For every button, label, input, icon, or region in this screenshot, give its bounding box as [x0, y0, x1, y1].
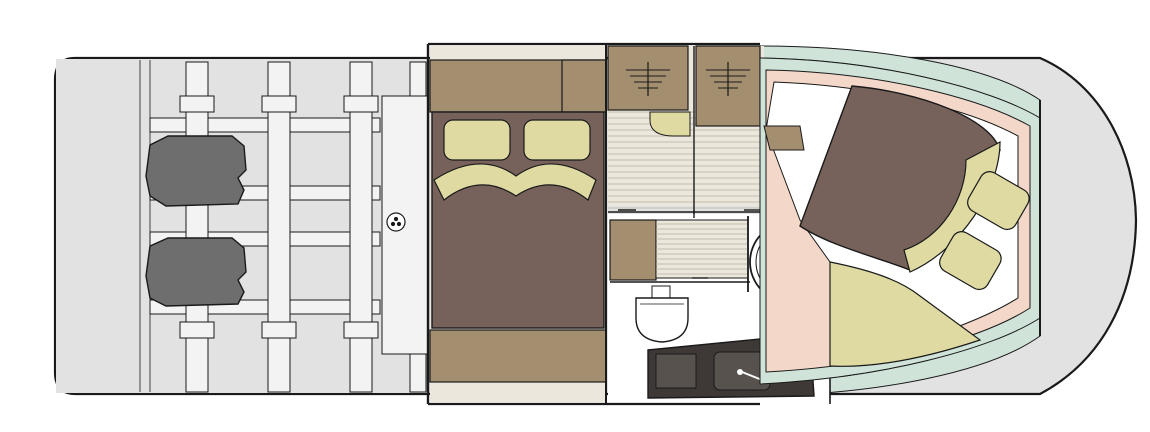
engine-port — [145, 237, 247, 307]
corridor — [607, 45, 764, 214]
fuel-filler-cap-icon — [386, 212, 406, 232]
forward-cabin — [759, 57, 1041, 385]
corridor-step — [649, 111, 691, 137]
hanging-locker-icon — [706, 62, 750, 96]
forward-cushion-lower — [939, 231, 1002, 291]
mid-cabin — [429, 44, 607, 404]
engine-starboard — [145, 135, 247, 207]
mid-cabin-headboard — [433, 163, 597, 201]
sink-icon — [655, 353, 697, 389]
mid-cabin-locker — [561, 59, 607, 113]
engine-bay — [56, 59, 429, 393]
forward-settee — [829, 261, 982, 367]
mid-cabin-pillow-right — [523, 119, 591, 161]
toilet-icon — [635, 285, 689, 343]
faucet-icon — [737, 369, 763, 381]
mid-cabin-cabinet-bottom — [429, 329, 607, 383]
forward-cabin-step — [763, 125, 805, 151]
hanging-locker-icon — [626, 62, 670, 96]
mid-cabin-pillow-left — [443, 119, 511, 161]
head-cabinet — [609, 219, 657, 281]
forward-cushion-upper — [967, 171, 1030, 231]
